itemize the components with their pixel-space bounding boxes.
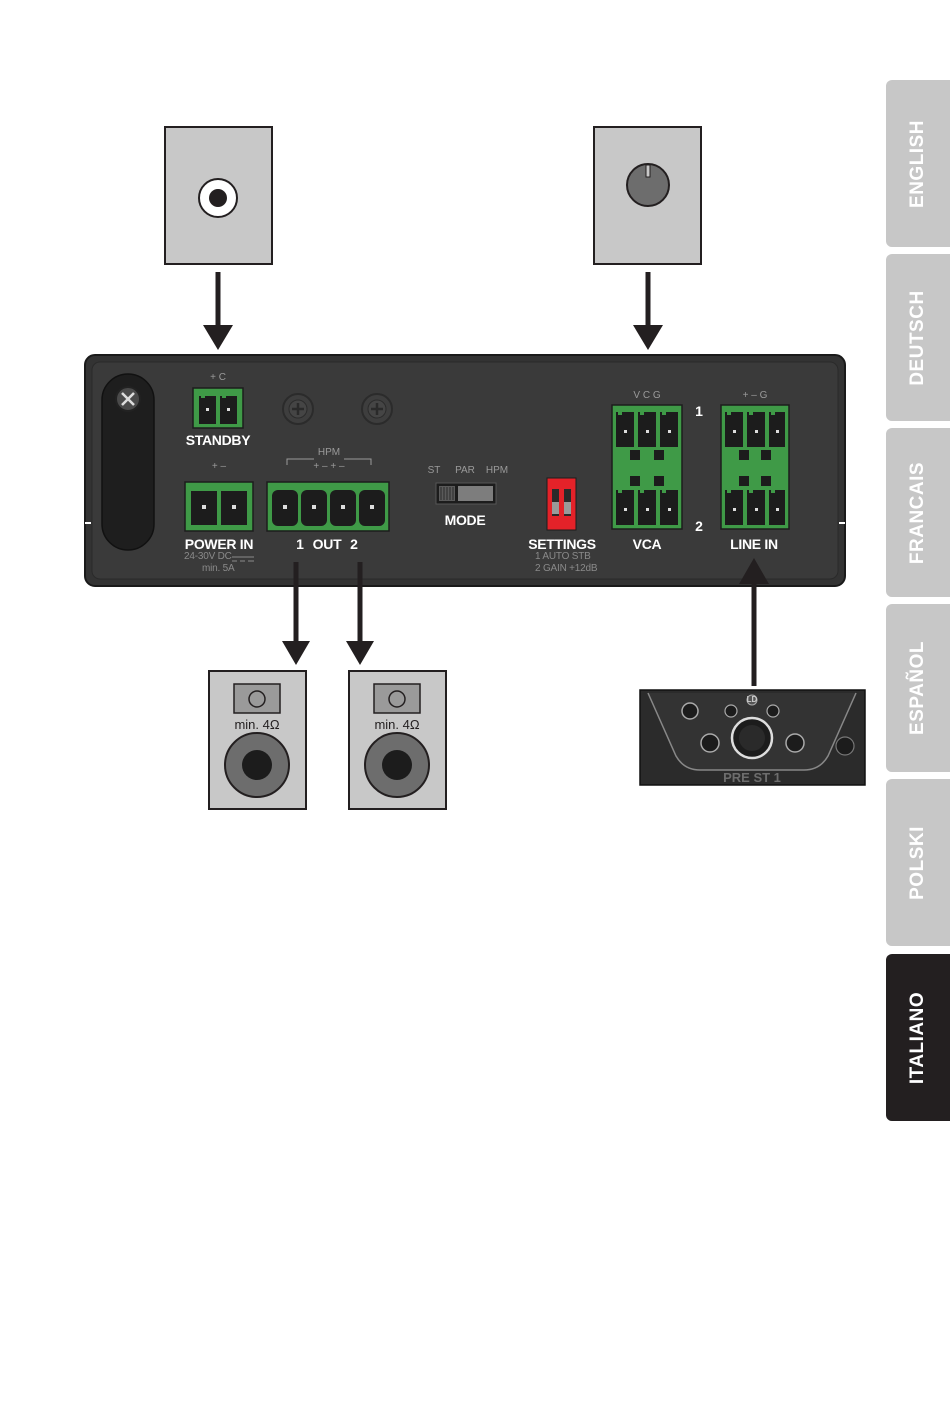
tab-label: POLSKI <box>907 826 929 900</box>
mode-option-par: PAR <box>455 465 475 476</box>
power-in-spec-current: min. 5A <box>202 563 235 574</box>
line-in-connector <box>721 405 789 529</box>
tab-label: ENGLISH <box>907 120 929 208</box>
tab-polski[interactable]: POLSKI <box>886 779 950 946</box>
out-channel-2: 2 <box>350 536 358 552</box>
mode-slide-switch <box>436 483 496 504</box>
settings-option-1: 1 AUTO STB <box>535 551 591 562</box>
speaker-illustration-1 <box>209 671 306 809</box>
tab-label: ITALIANO <box>907 991 929 1083</box>
channel-1-label: 1 <box>695 403 703 419</box>
vca-connector <box>612 405 682 529</box>
tab-label: ESPAÑOL <box>907 641 929 735</box>
tab-deutsch[interactable]: DEUTSCH <box>886 254 950 421</box>
speaker-2-impedance: min. 4Ω <box>374 717 419 732</box>
preamp-label: PRE ST 1 <box>723 770 781 785</box>
screw-icon <box>283 394 313 424</box>
hpm-label: HPM <box>318 447 340 458</box>
mode-option-hpm: HPM <box>486 465 508 476</box>
tab-label: DEUTSCH <box>907 290 929 385</box>
line-in-pin-labels: + – G <box>743 390 768 401</box>
tab-espanol[interactable]: ESPAÑOL <box>886 604 950 772</box>
line-in-label: LINE IN <box>730 536 778 552</box>
tab-label: FRANCAIS <box>907 461 929 563</box>
speaker-1-impedance: min. 4Ω <box>234 717 279 732</box>
power-in-connector <box>185 482 253 531</box>
mode-label: MODE <box>445 512 486 528</box>
out-channel-1: 1 <box>296 536 304 552</box>
speaker-out-connector <box>267 482 389 531</box>
settings-option-2: 2 GAIN +12dB <box>535 563 597 574</box>
vca-pin-labels: V C G <box>633 390 660 401</box>
out-pin-labels: + – + – <box>313 461 344 472</box>
power-in-pin-labels: + – <box>212 461 226 472</box>
standby-label: STANDBY <box>186 432 251 448</box>
standby-pin-labels: + C <box>210 372 226 383</box>
out-label: OUT <box>313 536 342 552</box>
tab-italiano[interactable]: ITALIANO <box>886 954 950 1121</box>
screw-icon <box>362 394 392 424</box>
vca-label: VCA <box>633 536 662 552</box>
tab-francais[interactable]: FRANCAIS <box>886 428 950 597</box>
power-in-label: POWER IN <box>185 536 253 552</box>
tab-english[interactable]: ENGLISH <box>886 80 950 247</box>
channel-2-label: 2 <box>695 518 703 534</box>
standby-connector <box>193 388 243 428</box>
mode-option-st: ST <box>428 465 441 476</box>
standby-switch-illustration <box>165 127 272 264</box>
settings-label: SETTINGS <box>528 536 596 552</box>
speaker-illustration-2 <box>349 671 446 809</box>
arrow-up-line-in <box>739 558 769 686</box>
settings-dip-switch <box>547 478 576 530</box>
volume-knob-illustration <box>594 127 701 264</box>
preamp-logo: LD <box>747 695 758 704</box>
arrow-down-standby <box>203 272 233 350</box>
power-in-spec-voltage: 24-30V DC <box>184 551 232 562</box>
arrow-down-vca <box>633 272 663 350</box>
